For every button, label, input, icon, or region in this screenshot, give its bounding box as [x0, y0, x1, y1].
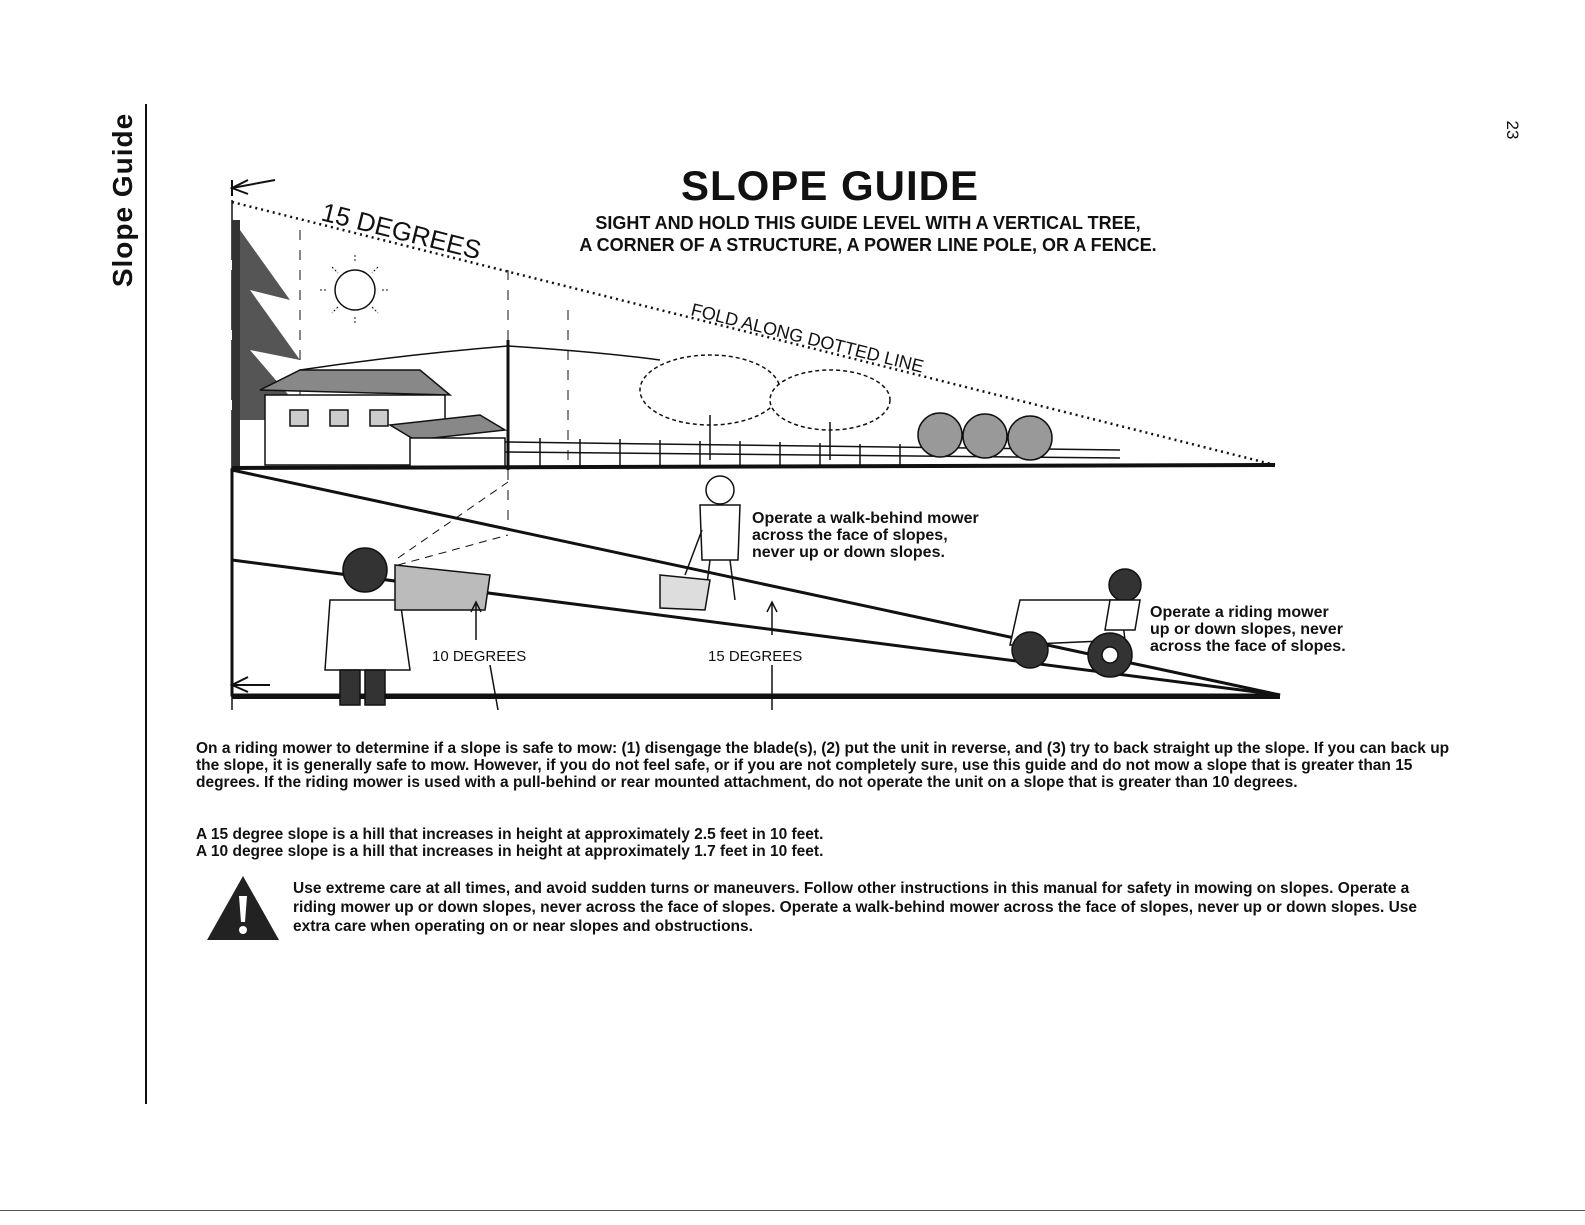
page-number-label: 23 — [1503, 120, 1522, 140]
tall-tree-icon — [232, 220, 310, 470]
subtitle-line-2: A CORNER OF A STRUCTURE, A POWER LINE PO… — [579, 235, 1157, 255]
riding-caption: Operate a riding mower up or down slopes… — [1150, 604, 1346, 655]
side-tab-label: Slope Guide — [107, 112, 138, 288]
page-subtitle: SIGHT AND HOLD THIS GUIDE LEVEL WITH A V… — [498, 212, 1238, 256]
walk-behind-mower-icon — [659, 475, 741, 611]
bottom-rule — [0, 1210, 1585, 1211]
walk-behind-caption: Operate a walk-behind mower across the f… — [752, 510, 979, 561]
fact-line-1: A 15 degree slope is a hill that increas… — [196, 826, 824, 843]
person-with-guide-icon — [324, 547, 491, 706]
riding-caption-line-1: Operate a riding mower — [1150, 604, 1329, 621]
angle-arrow-15 — [766, 600, 778, 710]
trees-icon — [639, 354, 1053, 461]
slope-illustration: 15 DEGREES FOLD ALONG DOTTED LINE — [229, 179, 1281, 711]
warning-text: Use extreme care at all times, and avoid… — [293, 880, 1418, 935]
slope-test-paragraph: On a riding mower to determine if a slop… — [196, 740, 1456, 791]
warning-triangle-icon — [207, 876, 279, 940]
fact-line-2: A 10 degree slope is a hill that increas… — [196, 843, 824, 860]
subtitle-line-1: SIGHT AND HOLD THIS GUIDE LEVEL WITH A V… — [595, 213, 1141, 233]
slope-facts: A 15 degree slope is a hill that increas… — [196, 826, 1456, 860]
angle-arrow-10 — [470, 600, 499, 711]
side-tab: Slope Guide — [100, 100, 146, 300]
angle-top-label: 15 DEGREES — [319, 197, 485, 266]
sight-line-lower — [397, 534, 509, 566]
bottom-arrow-icon — [229, 675, 270, 695]
walk-caption-line-1: Operate a walk-behind mower — [752, 510, 979, 527]
riding-mower-icon — [1009, 568, 1142, 678]
side-rule — [145, 104, 147, 1104]
house-icon — [259, 369, 508, 469]
warning-block: Use extreme care at all times, and avoid… — [205, 874, 1455, 944]
paragraph-1: On a riding mower to determine if a slop… — [196, 740, 1450, 791]
riding-caption-line-3: across the face of slopes. — [1150, 638, 1346, 655]
power-line-icon — [299, 340, 661, 470]
page-title: SLOPE GUIDE — [680, 162, 980, 209]
walk-caption-line-2: across the face of slopes, — [752, 527, 948, 544]
label-10-degrees: 10 DEGREES — [432, 648, 527, 665]
riding-caption-line-2: up or down slopes, never — [1150, 621, 1343, 638]
top-arrow-icon — [229, 179, 276, 196]
label-15-degrees: 15 DEGREES — [708, 648, 803, 665]
page-number: 23 — [1500, 110, 1524, 150]
walk-caption-line-3: never up or down slopes. — [752, 544, 945, 561]
horizon-ground — [231, 463, 1276, 470]
sun-icon — [320, 255, 390, 325]
